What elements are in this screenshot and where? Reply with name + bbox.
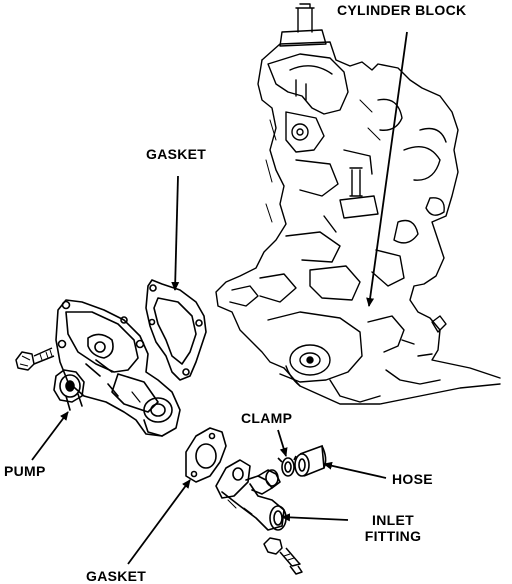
label-cylinder-block: CYLINDER BLOCK — [337, 2, 467, 18]
label-inlet-fitting: INLET FITTING — [348, 512, 438, 544]
arrow-gasket-top — [171, 175, 180, 291]
inlet-fitting — [215, 459, 287, 531]
cylinder-block — [215, 3, 501, 405]
water-pump — [53, 299, 181, 437]
pump-gasket — [145, 279, 207, 381]
label-inlet-fitting-line2: FITTING — [364, 528, 422, 544]
arrow-inlet-fitting — [281, 513, 349, 522]
label-clamp: CLAMP — [241, 410, 293, 426]
leader-arrows — [31, 31, 408, 565]
label-pump: PUMP — [4, 463, 46, 479]
arrow-pump — [31, 411, 69, 461]
label-gasket-top: GASKET — [146, 146, 207, 162]
label-hose: HOSE — [392, 471, 433, 487]
arrow-clamp — [277, 429, 288, 457]
pump-bolt — [15, 347, 55, 371]
fitting-gasket — [185, 427, 227, 483]
label-gasket-bottom: GASKET — [86, 568, 147, 584]
hose-clamp — [277, 455, 297, 477]
arrow-cylinder-block — [366, 31, 408, 307]
fitting-bolt — [263, 537, 303, 575]
label-inlet-fitting-line1: INLET — [372, 512, 414, 528]
arrow-hose — [323, 461, 387, 479]
hose — [294, 444, 327, 477]
arrow-gasket-bottom — [127, 479, 191, 565]
